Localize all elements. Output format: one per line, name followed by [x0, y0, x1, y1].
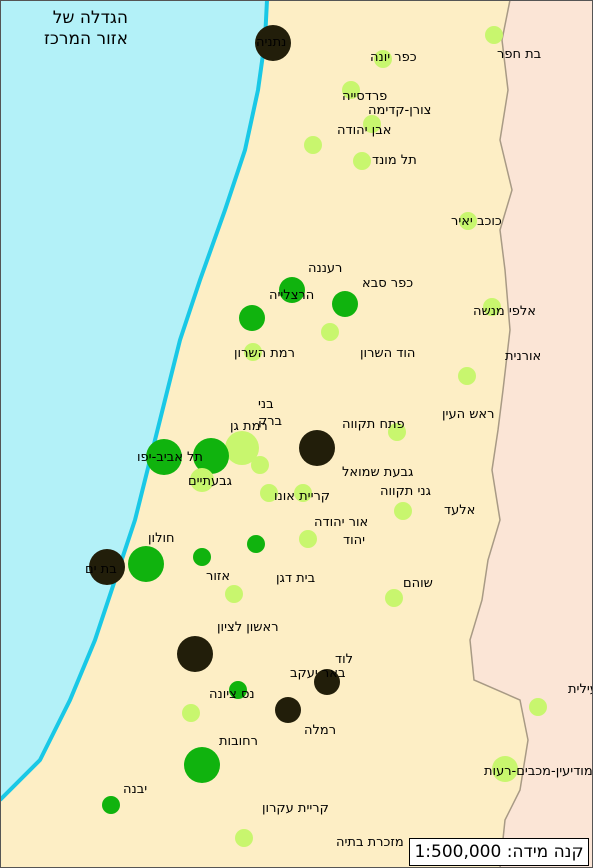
city-22-label: קריית אונו [274, 489, 330, 504]
city-13-marker [244, 343, 262, 361]
city-17-label: פתח תקווה [342, 417, 405, 432]
city-30-marker [225, 585, 243, 603]
city-3-marker [342, 81, 360, 99]
city-34-label: באר יעקב [290, 666, 345, 681]
city-10-marker [239, 305, 265, 331]
city-30-label: בית דגן [276, 571, 315, 586]
city-20-label: גבעת שמואל [342, 465, 413, 480]
city-6-marker [353, 152, 371, 170]
city-28-label: אזור [206, 569, 230, 584]
city-28-marker [193, 548, 211, 566]
city-14-marker [458, 367, 476, 385]
city-29-marker [89, 549, 125, 585]
city-3-label: פרדסייה [342, 89, 387, 104]
city-42-label: מזכרת בתיה [336, 835, 404, 850]
city-9-marker [332, 291, 358, 317]
city-37-label: רמלה [304, 723, 336, 738]
map-title: הגדלה של אזור המרכז [8, 8, 128, 50]
city-13-label: רמת השרון [234, 346, 295, 361]
eastern-border [469, 0, 529, 868]
city-33-marker [314, 669, 340, 695]
city-22-marker [260, 484, 278, 502]
coastline [0, 0, 269, 802]
city-18-marker [193, 438, 229, 474]
city-19-marker [146, 439, 182, 475]
city-17-marker [299, 430, 335, 466]
city-26-marker [299, 530, 317, 548]
city-1-label: כפר יונה [370, 50, 417, 65]
city-34-marker [229, 681, 247, 699]
city-39-marker [492, 756, 518, 782]
city-39-label: מודיעין-מכבים-רעות [484, 764, 593, 779]
city-6-label: תל מונד [372, 153, 417, 168]
city-5-marker [304, 136, 322, 154]
city-27-label: חולון [148, 531, 175, 546]
city-31-marker [385, 589, 403, 607]
city-32-label: ראשון לציון [217, 620, 279, 635]
city-32-marker [177, 636, 213, 672]
city-21-label: גבעתיים [188, 474, 232, 489]
city-25-label: אור יהודה [314, 515, 368, 530]
city-7-marker [459, 212, 477, 230]
city-9-label: כפר סבא [362, 276, 413, 291]
city-8-label: רעננה [308, 261, 342, 276]
city-11-marker [483, 298, 501, 316]
city-23-label: גני תקווה [380, 484, 431, 499]
city-36-label: נס ציונה [209, 687, 255, 702]
city-41-label: קריית עקרון [262, 801, 329, 816]
city-35-label: מודיעין עילית [568, 682, 593, 697]
city-25-marker [247, 535, 265, 553]
city-12-label: הוד השרון [360, 346, 415, 361]
city-0-marker [255, 25, 291, 61]
city-7-label: כוכב יאיר [451, 214, 502, 229]
city-12-marker [321, 323, 339, 341]
central-region [0, 0, 528, 868]
city-40-label: יבנה [123, 782, 147, 797]
city-1-marker [374, 50, 392, 68]
city-20-marker [251, 456, 269, 474]
city-4-marker [363, 115, 381, 133]
city-21-marker [190, 468, 214, 492]
city-40-marker [102, 796, 120, 814]
city-2-marker [485, 26, 503, 44]
city-27-marker [128, 546, 164, 582]
city-16-marker [388, 423, 406, 441]
city-2-label: בת חפר [497, 47, 541, 62]
city-23-marker [294, 484, 312, 502]
map-title-line2: אזור המרכז [43, 29, 128, 49]
city-18-label: רמת גן [230, 419, 268, 434]
city-0-label: נתניה [256, 35, 286, 50]
city-15-marker [225, 431, 259, 465]
map-title-line1: הגדלה של [52, 8, 128, 28]
city-38-label: רחובות [219, 734, 258, 749]
city-14-label: אורנית [505, 349, 541, 364]
city-8-marker [279, 277, 305, 303]
city-5-label: אבן יהודה [337, 123, 391, 138]
city-19-label: תל אביב-יפו [137, 450, 203, 465]
city-33-label: לוד [335, 652, 353, 667]
city-37-marker [275, 697, 301, 723]
scale-label: קנה מידה: 1:500,000 [409, 838, 589, 866]
city-29-label: בת ים [85, 562, 117, 577]
sea [0, 0, 267, 800]
city-24-label: אלעד [444, 503, 475, 518]
city-16-label: ראש העין [442, 407, 494, 422]
city-11-label: אלפי מנשה [473, 304, 536, 319]
city-35-marker [529, 698, 547, 716]
city-31-label: שוהם [403, 576, 433, 591]
city-26-label: יהוד [343, 533, 365, 548]
city-38-marker [184, 747, 220, 783]
city-10-label: הרצלייה [269, 288, 314, 303]
city-4-label: צורן-קדימה [368, 103, 431, 118]
city-36-marker [182, 704, 200, 722]
city-24-marker [394, 502, 412, 520]
city-41-marker [235, 829, 253, 847]
